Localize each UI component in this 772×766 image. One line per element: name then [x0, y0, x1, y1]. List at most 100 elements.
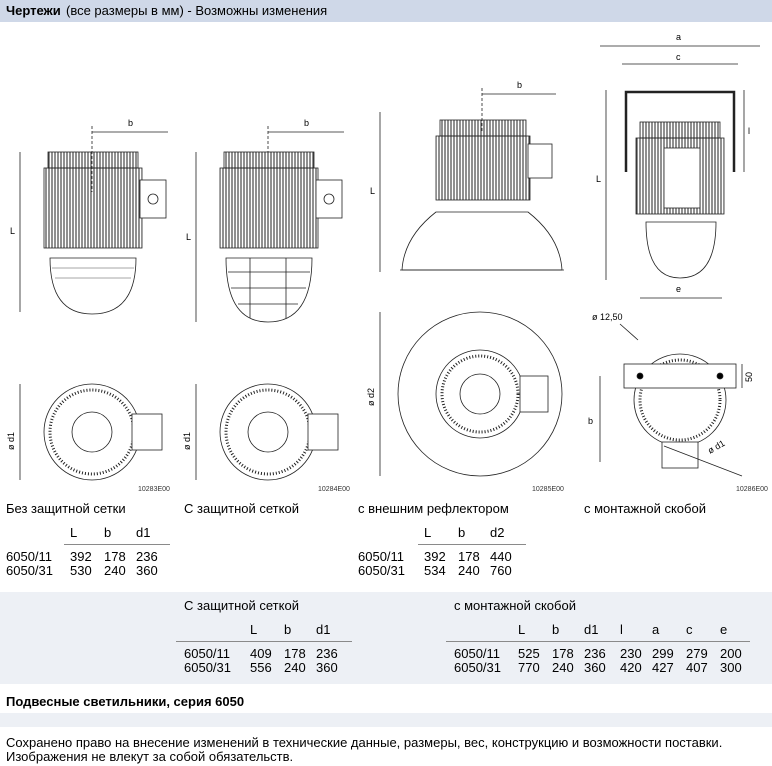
t3-header-d1: d1 — [316, 622, 331, 637]
t2-header-b: b — [458, 525, 466, 540]
t4-r1-d1: 236 — [584, 646, 606, 661]
t2-r2-L: 534 — [424, 563, 446, 578]
t4-r2-d1: 360 — [584, 660, 606, 675]
drawings-area: b L ø d1 b L — [0, 22, 772, 497]
drawing-code-1: 10283E00 — [138, 486, 170, 493]
t4-r2-L: 770 — [518, 660, 540, 675]
dim-L-3: L — [370, 186, 375, 196]
t4-r2-model: 6050/31 — [454, 660, 501, 675]
dim-b-4: b — [588, 416, 593, 426]
t4-r1-l: 230 — [620, 646, 642, 661]
t3-r1-model: 6050/11 — [184, 646, 231, 661]
t4-r2-e: 300 — [720, 660, 742, 675]
drawing-code-2: 10284E00 — [318, 486, 350, 493]
t3-r2-d1: 360 — [316, 660, 338, 675]
caption-no-guard: Без защитной сетки — [6, 501, 126, 516]
t1-r1-b: 178 — [104, 549, 126, 564]
t4-r1-b: 178 — [552, 646, 574, 661]
t2-r2-model: 6050/31 — [358, 563, 405, 578]
table4-title: с монтажной скобой — [454, 598, 576, 613]
t4-header-a: a — [652, 622, 660, 637]
dim-b-1: b — [128, 118, 133, 128]
t4-r2-c: 407 — [686, 660, 708, 675]
t2-r1-b: 178 — [458, 549, 480, 564]
t4-r2-a: 427 — [652, 660, 674, 675]
drawing-reflector-side: b L — [370, 80, 564, 272]
t1-r1-model: 6050/11 — [6, 549, 53, 564]
drawings-svg: b L ø d1 b L — [6, 32, 760, 481]
dim-c-4: c — [676, 52, 681, 62]
header-title-bold: Чертежи — [6, 3, 61, 18]
t4-header-c: c — [686, 622, 693, 637]
drawing-bracket-side: a c l L — [596, 32, 760, 280]
t1-header-L: L — [70, 525, 78, 540]
drawing-bracket-top: e ø 12,50 50 b ø d1 — [588, 284, 754, 477]
dim-d2-3: ø d2 — [366, 388, 376, 406]
t1-header-b: b — [104, 525, 112, 540]
t2-r1-d2: 440 — [490, 549, 512, 564]
drawing-code-4: 10286E00 — [736, 486, 768, 493]
dim-a-4: a — [676, 32, 681, 42]
t1-r2-b: 240 — [104, 563, 126, 578]
t3-r1-b: 178 — [284, 646, 306, 661]
t4-r2-l: 420 — [620, 660, 642, 675]
caption-guard: С защитной сеткой — [184, 501, 299, 516]
t4-header-e: e — [720, 622, 728, 637]
t4-r1-a: 299 — [652, 646, 674, 661]
t2-header-d2: d2 — [490, 525, 505, 540]
t3-header-b: b — [284, 622, 292, 637]
dim-e-4: e — [676, 284, 681, 294]
drawing-no-guard-top: ø d1 — [6, 383, 163, 481]
t2-r1-L: 392 — [424, 549, 446, 564]
t2-r2-b: 240 — [458, 563, 480, 578]
series-title: Подвесные светильники, серия 6050 — [6, 694, 245, 709]
footer-line-2: Изображения не влекут за собой обязатель… — [6, 749, 294, 764]
dim-50-4: 50 — [744, 372, 754, 382]
t3-r2-b: 240 — [284, 660, 306, 675]
t4-header-b: b — [552, 622, 560, 637]
dim-L-1: L — [10, 226, 15, 236]
drawing-no-guard-side: b L — [10, 118, 168, 315]
t1-r2-d1: 360 — [136, 563, 158, 578]
drawing-reflector-top: ø d2 — [366, 311, 563, 477]
t1-r2-L: 530 — [70, 563, 92, 578]
dim-b-2: b — [304, 118, 309, 128]
tables-band — [0, 592, 772, 684]
dim-d1-1: ø d1 — [6, 432, 16, 450]
drawing-code-3: 10285E00 — [532, 486, 564, 493]
drawing-guard-side: b L — [186, 118, 344, 323]
t4-r2-b: 240 — [552, 660, 574, 675]
t3-r2-model: 6050/31 — [184, 660, 231, 675]
t3-r1-L: 409 — [250, 646, 272, 661]
footer-line-1: Сохранено право на внесение изменений в … — [6, 735, 723, 750]
drawing-guard-top: ø d1 — [182, 383, 339, 481]
t4-header-L: L — [518, 622, 526, 637]
t2-header-L: L — [424, 525, 432, 540]
t2-r2-d2: 760 — [490, 563, 512, 578]
dim-L-2: L — [186, 232, 191, 242]
page-header: Чертежи (все размеры в мм) - Возможны из… — [0, 0, 772, 22]
caption-bracket: с монтажной скобой — [584, 501, 706, 516]
t4-r1-e: 200 — [720, 646, 742, 661]
t3-r1-d1: 236 — [316, 646, 338, 661]
dim-d1-2: ø d1 — [182, 432, 192, 450]
t2-r1-model: 6050/11 — [358, 549, 405, 564]
t4-r1-model: 6050/11 — [454, 646, 501, 661]
header-title-rest: (все размеры в мм) - Возможны изменения — [66, 3, 328, 18]
dim-d1250-4: ø 12,50 — [592, 312, 623, 322]
t1-r2-model: 6050/31 — [6, 563, 53, 578]
caption-reflector: с внешним рефлектором — [358, 501, 509, 516]
t1-r1-L: 392 — [70, 549, 92, 564]
table3-title: С защитной сеткой — [184, 598, 299, 613]
t4-r1-c: 279 — [686, 646, 708, 661]
t3-r2-L: 556 — [250, 660, 272, 675]
dim-d1-4: ø d1 — [706, 438, 727, 456]
t4-header-d1: d1 — [584, 622, 599, 637]
dim-l-4: l — [748, 126, 750, 136]
t4-r1-L: 525 — [518, 646, 540, 661]
t1-header-d1: d1 — [136, 525, 151, 540]
dim-b-3: b — [517, 80, 522, 90]
footer-band — [0, 713, 772, 727]
t4-header-l: l — [620, 622, 623, 637]
t3-header-L: L — [250, 622, 258, 637]
